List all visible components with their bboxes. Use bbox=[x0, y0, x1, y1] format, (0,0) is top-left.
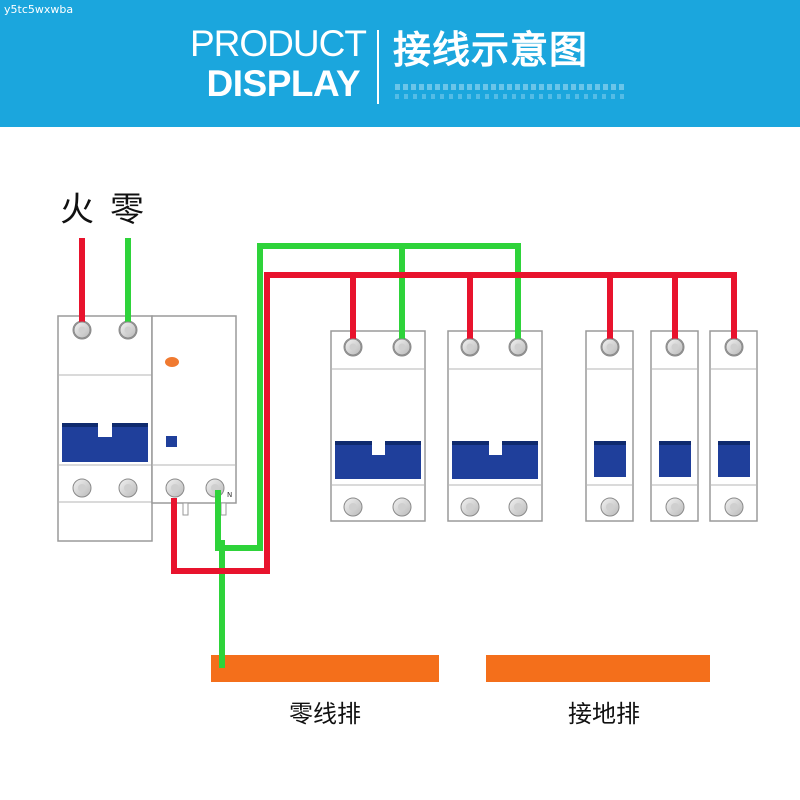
screw-icon bbox=[119, 321, 137, 339]
main-breaker-handle bbox=[62, 423, 148, 462]
branch-breaker-1p-3 bbox=[709, 330, 758, 522]
test-button bbox=[165, 357, 179, 367]
screw-icon bbox=[665, 497, 685, 517]
breaker-handle bbox=[659, 441, 691, 477]
header-decor-line-2 bbox=[395, 94, 625, 99]
ground-busbar bbox=[486, 655, 710, 682]
screw-icon bbox=[508, 497, 528, 517]
screw-icon bbox=[118, 478, 138, 498]
screw-icon bbox=[461, 338, 479, 356]
screw-icon bbox=[393, 338, 411, 356]
breaker-handle bbox=[594, 441, 626, 477]
screw-icon bbox=[165, 478, 185, 498]
main-breaker bbox=[57, 315, 153, 542]
branch-breaker-1p-1 bbox=[585, 330, 634, 522]
screw-icon bbox=[344, 338, 362, 356]
breaker-handle bbox=[452, 441, 538, 479]
header-divider bbox=[377, 30, 379, 104]
screw-icon bbox=[725, 338, 743, 356]
live-wiring bbox=[171, 272, 737, 574]
trip-indicator bbox=[166, 436, 177, 447]
screw-icon bbox=[601, 338, 619, 356]
header-title: 接线示意图 bbox=[393, 28, 589, 72]
screw-icon bbox=[509, 338, 527, 356]
neutral-busbar-label: 零线排 bbox=[289, 700, 361, 728]
screw-icon bbox=[73, 321, 91, 339]
screw-icon bbox=[343, 497, 363, 517]
display-word: DISPLAY bbox=[206, 63, 361, 104]
screw-icon bbox=[72, 478, 92, 498]
product-word: PRODUCT bbox=[190, 23, 367, 64]
screw-icon bbox=[460, 497, 480, 517]
breaker-handle bbox=[718, 441, 750, 477]
rcd-module: N bbox=[151, 315, 237, 516]
live-label: 火 bbox=[60, 190, 94, 230]
breaker-handle bbox=[335, 441, 421, 479]
watermark-text: y5tc5wxwba bbox=[4, 3, 74, 16]
branch-breaker-2p-1 bbox=[330, 330, 426, 522]
header-decor-line bbox=[395, 84, 625, 90]
branch-breaker-1p-2 bbox=[650, 330, 699, 522]
screw-icon bbox=[666, 338, 684, 356]
rcd-n-mark: N bbox=[227, 491, 232, 499]
screw-icon bbox=[600, 497, 620, 517]
neutral-label: 零 bbox=[110, 190, 144, 230]
neutral-busbar bbox=[211, 655, 439, 682]
branch-breaker-2p-2 bbox=[447, 330, 543, 522]
header-banner: y5tc5wxwba PRODUCT DISPLAY 接线示意图 bbox=[0, 0, 800, 127]
screw-icon bbox=[724, 497, 744, 517]
screw-icon bbox=[392, 497, 412, 517]
ground-busbar-label: 接地排 bbox=[568, 700, 640, 728]
